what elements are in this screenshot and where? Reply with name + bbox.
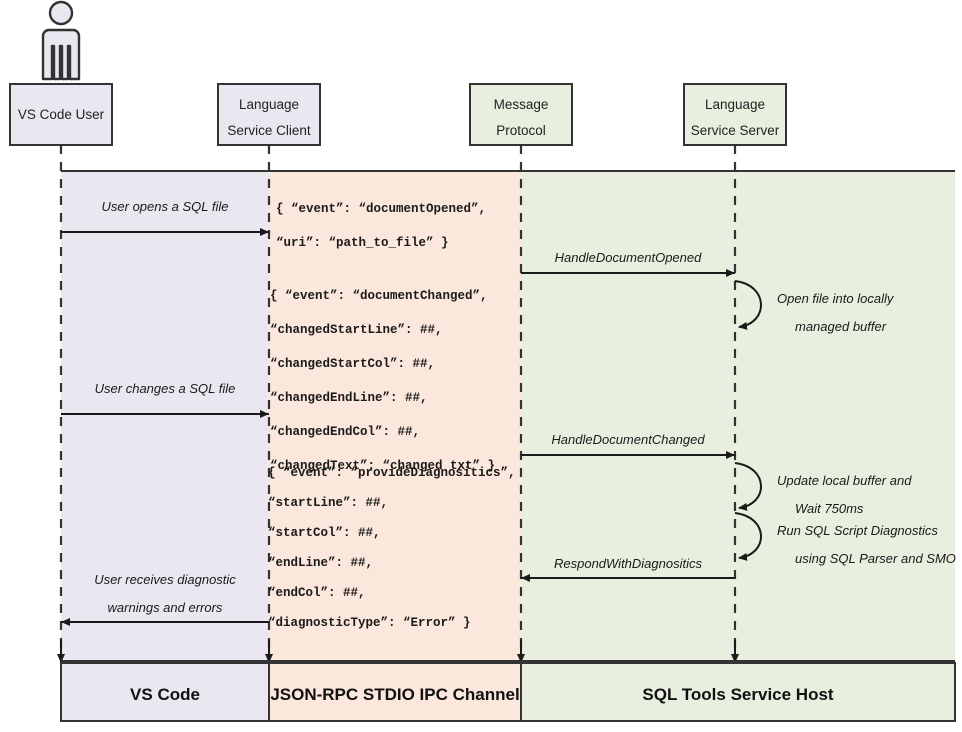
payload-line: “changedText”: “changed txt” } (270, 459, 495, 473)
payload-line: { “event”: “documentChanged”, (270, 289, 488, 303)
footer-lane-host: SQL Tools Service Host (520, 662, 956, 722)
message-label: User opens a SQL file (102, 199, 229, 214)
participant-label-line1: VS Code User (18, 107, 105, 122)
self-call-label: Update local buffer and (777, 473, 912, 488)
lane-band-vs-code (61, 171, 269, 661)
self-call-arrow[interactable] (734, 280, 762, 330)
message-label-line2: warnings and errors (108, 600, 223, 615)
msg-user-changes: User changes a SQL file (61, 381, 269, 418)
messages: User opens a SQL fileHandleDocumentOpene… (61, 199, 735, 626)
participant-box-message-protocol[interactable] (469, 83, 573, 146)
message-label: User changes a SQL file (95, 381, 236, 396)
payload-line: “changedStartCol”: ##, (270, 357, 435, 371)
payload-document-opened: { “event”: “documentOpened”, “uri”: “pat… (276, 202, 486, 250)
participant-label-line2: Service Client (227, 123, 311, 138)
self-call-label-line2: Wait 750ms (795, 501, 864, 516)
payload-document-changed: { “event”: “documentChanged”, “changedSt… (270, 289, 495, 473)
payload-line: “uri”: “path_to_file” } (276, 236, 449, 250)
message-label: HandleDocumentOpened (555, 250, 702, 265)
payload-line: “endLine”: ##, (268, 556, 373, 570)
payload-line: { “event”: “documentOpened”, (276, 202, 486, 216)
lane-band-host (521, 171, 955, 661)
payload-line: { “event”: “provideDiagnositics”, (268, 466, 516, 480)
payload-line: “diagnosticType”: “Error” } (268, 616, 471, 630)
msg-handle-doc-opened: HandleDocumentOpened (521, 250, 735, 277)
message-label: User receives diagnostic (94, 572, 236, 587)
payload-provide-diagnositics: { “event”: “provideDiagnositics”, “start… (268, 466, 516, 630)
payload-line: “endCol”: ##, (268, 586, 366, 600)
participant-label-line1: Language (239, 97, 299, 112)
self-call-label: Open file into locally (777, 291, 895, 306)
footer-lane-ipc: JSON-RPC STDIO IPC Channel (268, 662, 522, 722)
participant-box-language-service-client[interactable] (217, 83, 321, 146)
payload-line: “startLine”: ##, (268, 496, 388, 510)
lane-bands (61, 170, 955, 661)
message-payloads: { “event”: “documentOpened”, “uri”: “pat… (268, 202, 516, 630)
participant-label-line2: Protocol (496, 123, 546, 138)
footer-label: VS Code (130, 685, 200, 704)
message-label: HandleDocumentChanged (551, 432, 705, 447)
payload-line: “changedEndLine”: ##, (270, 391, 428, 405)
footer-label: JSON-RPC STDIO IPC Channel (270, 685, 519, 704)
msg-user-opens: User opens a SQL file (61, 199, 269, 236)
self-call-label-line2: managed buffer (795, 319, 887, 334)
actor-head-icon (48, 0, 74, 26)
lane-band-ipc (269, 171, 521, 661)
self-call-label: Run SQL Script Diagnostics (777, 523, 938, 538)
footer-cell (60, 662, 270, 722)
msg-user-receives: User receives diagnostic warnings and err… (61, 572, 269, 626)
lane-footer: VS Code JSON-RPC STDIO IPC Channel SQL Too… (60, 660, 956, 722)
participant-label-line1: Language (705, 97, 765, 112)
stick-figure-actor (41, 0, 81, 81)
payload-line: “changedStartLine”: ##, (270, 323, 443, 337)
self-run-diag: Run SQL Script Diagnostics using SQL Pars… (734, 512, 956, 566)
footer-cell (520, 662, 956, 722)
participant-vscode-user: VS Code User (9, 83, 113, 663)
payload-line: “changedEndCol”: ##, (270, 425, 420, 439)
footer-lane-vs-code: VS Code (60, 662, 270, 722)
footer-label: SQL Tools Service Host (642, 685, 833, 704)
self-call-arrow[interactable] (734, 512, 762, 561)
footer-cell (268, 662, 522, 722)
participant-label-line2: Service Server (691, 123, 780, 138)
message-label: RespondWithDiagnositics (554, 556, 703, 571)
payload-line: “startCol”: ##, (268, 526, 381, 540)
self-calls: Open file into locally managed bufferUpda… (734, 280, 956, 566)
msg-handle-doc-changed: HandleDocumentChanged (521, 432, 735, 459)
msg-respond-diag: RespondWithDiagnositics (521, 556, 735, 582)
actor-body-icon (41, 28, 81, 81)
self-call-label-line2: using SQL Parser and SMO (795, 551, 956, 566)
self-open-file: Open file into locally managed buffer (734, 280, 895, 334)
participant-box-language-service-server[interactable] (683, 83, 787, 146)
self-call-arrow[interactable] (734, 462, 762, 511)
participant-label-line1: Message (494, 97, 549, 112)
participant-box-vscode-user[interactable] (9, 83, 113, 146)
